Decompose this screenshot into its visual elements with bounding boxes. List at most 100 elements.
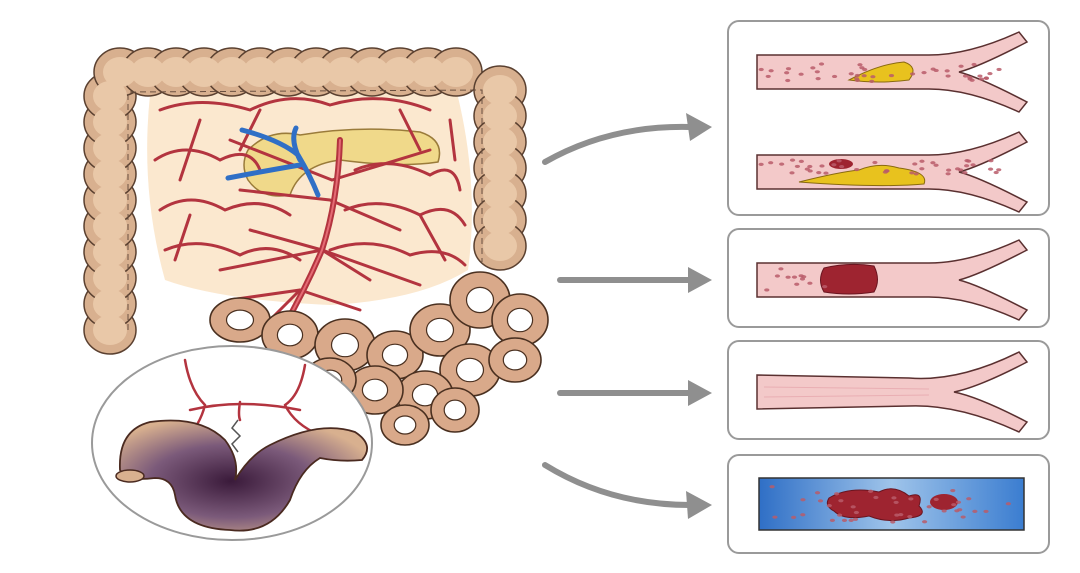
panel-atherosclerotic-stenosis	[727, 20, 1050, 216]
plaque	[798, 164, 926, 187]
blood-cell	[800, 498, 806, 502]
blood-cell	[819, 164, 825, 168]
artery-highlight	[281, 139, 341, 331]
arterial-branch	[328, 242, 467, 267]
blood-cell	[794, 282, 800, 286]
arterial-branch	[158, 97, 432, 112]
blood-cell	[950, 488, 956, 493]
blood-cell	[838, 499, 844, 503]
blood-cell	[798, 72, 804, 76]
narrowed-vessel	[756, 351, 1029, 433]
nonocclusive-vasoconstriction-icon	[756, 351, 1029, 433]
blood-cell	[839, 165, 845, 169]
blood-cell	[933, 497, 939, 501]
blood-cell	[852, 517, 859, 521]
plaque-stenosis-icon	[756, 31, 1029, 213]
blood-cell	[978, 77, 985, 81]
bowel-lumen	[115, 469, 145, 483]
colon	[83, 47, 527, 355]
blood-cell	[873, 495, 879, 500]
blood-cell	[908, 497, 914, 501]
blood-cell	[983, 76, 990, 80]
blood-cell	[784, 71, 790, 75]
blood-cell	[955, 500, 962, 504]
arterial-branch	[163, 242, 302, 262]
blood-cell	[957, 168, 964, 172]
blood-cell	[791, 275, 798, 279]
arrowhead-icon	[688, 267, 712, 293]
blood-cell	[758, 67, 764, 72]
blood-cell	[764, 288, 770, 292]
blood-cell	[768, 161, 774, 165]
blood-cell	[829, 518, 835, 522]
blood-cell	[882, 170, 889, 174]
blood-cell	[888, 73, 895, 78]
blood-cell	[962, 74, 969, 78]
blood-cell	[870, 75, 876, 79]
blood-cell	[850, 505, 856, 509]
blood-cell	[816, 170, 822, 175]
blood-cell	[921, 71, 927, 75]
blood-cell	[848, 72, 854, 76]
blood-cell	[789, 171, 795, 175]
blood-cell	[841, 518, 848, 522]
blood-cell	[785, 78, 791, 83]
blood-cell	[758, 162, 764, 167]
blood-cell	[810, 66, 816, 70]
mesenteric-vein	[225, 125, 321, 198]
blood-cell	[977, 74, 983, 78]
blood-cell	[957, 508, 963, 512]
blood-cell	[798, 274, 804, 278]
blood-cell	[972, 509, 978, 513]
blood-cell	[960, 515, 966, 519]
blood-cell	[967, 77, 973, 81]
blood-cell	[800, 513, 806, 517]
vessel-bifurcation-1	[756, 31, 1029, 113]
blood-cell	[823, 171, 829, 175]
arterial-branch	[218, 228, 422, 287]
arrowhead-icon	[686, 491, 712, 519]
blood-cell	[807, 164, 813, 169]
blood-cell	[868, 489, 874, 493]
blood-cell	[913, 172, 919, 176]
blood-cell	[930, 161, 936, 165]
blood-cell	[765, 74, 771, 79]
arterial-branch	[353, 162, 462, 192]
blood-cell	[993, 170, 999, 175]
blood-cell	[814, 491, 821, 495]
blood-cell	[817, 499, 824, 503]
venous-thrombosis-icon	[758, 477, 1025, 531]
blood-cell	[854, 78, 861, 82]
vessel	[756, 239, 1029, 321]
blood-cell	[894, 513, 900, 517]
thrombus	[826, 488, 923, 522]
blood-cell	[826, 504, 832, 508]
panel-venous-thrombosis	[727, 454, 1050, 554]
blood-cell	[941, 509, 947, 513]
arterial-branch	[153, 148, 262, 172]
blood-cell	[789, 158, 796, 162]
blood-cell	[872, 160, 878, 165]
blood-cell	[909, 171, 915, 175]
blood-cell	[791, 515, 797, 519]
thrombus-fragment	[930, 494, 958, 510]
arrow-icon	[542, 123, 693, 165]
blood-cell	[814, 70, 820, 74]
blood-cell	[898, 512, 904, 517]
blood-cell	[794, 164, 801, 169]
blood-cell	[854, 73, 860, 78]
blood-cell	[799, 277, 806, 281]
blood-cell	[785, 67, 792, 71]
embolus-icon	[756, 239, 1029, 321]
arterial-branch	[173, 213, 447, 262]
blood-cell	[774, 274, 781, 278]
blood-cell	[907, 515, 913, 519]
blood-cell	[769, 485, 775, 489]
blood-cell	[804, 167, 810, 171]
blood-cell	[966, 497, 972, 501]
blood-cell	[988, 159, 994, 163]
blood-cell	[768, 69, 774, 73]
